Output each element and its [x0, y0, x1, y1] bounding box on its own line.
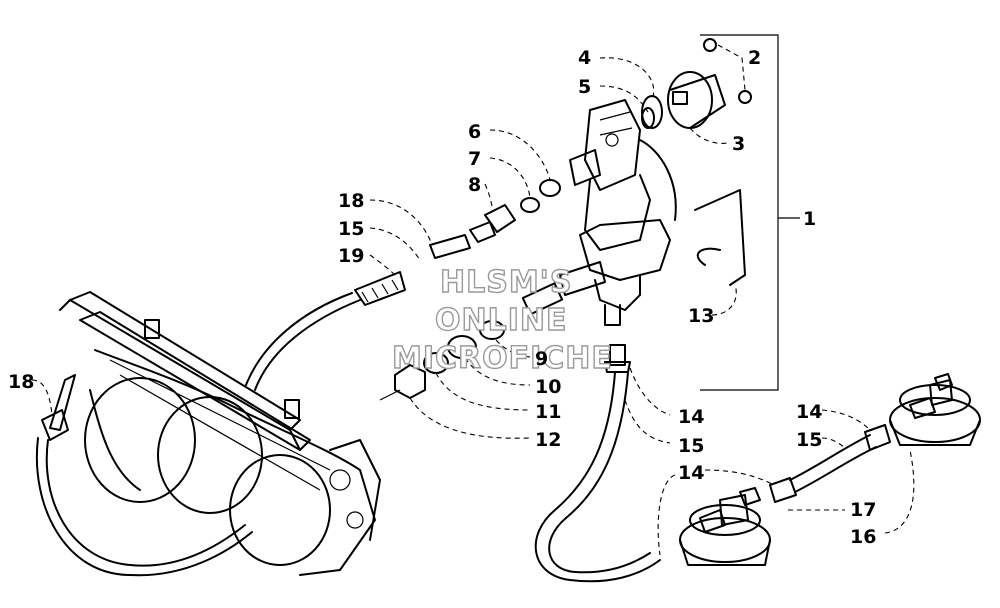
bracket-1: [700, 34, 779, 391]
callout-15-right: 15: [796, 429, 822, 451]
hose-18: [35, 374, 253, 577]
callout-19: 19: [338, 245, 364, 267]
callout-3: 3: [732, 133, 745, 155]
regulator-assembly: [521, 99, 677, 326]
washer-part: [447, 335, 477, 359]
callout-6: 6: [468, 121, 481, 143]
hose-15-upper: [769, 424, 891, 503]
watermark-line-2: ONLINE: [435, 303, 568, 338]
washer-part: [520, 197, 540, 213]
callout-7: 7: [468, 148, 481, 170]
callout-12: 12: [535, 429, 561, 451]
fitting-part: [469, 204, 516, 243]
check-valve-lower: [679, 487, 771, 566]
o-ring-part: [641, 95, 663, 129]
washer-part: [479, 320, 505, 340]
watermark: HLSM'S ONLINE MICROFICHE: [391, 264, 613, 376]
callout-15-mid: 15: [678, 435, 704, 457]
callout-9: 9: [535, 348, 548, 370]
callout-8: 8: [468, 174, 481, 196]
callout-4: 4: [578, 47, 591, 69]
nut-part: [394, 364, 426, 399]
callout-5: 5: [578, 76, 591, 98]
hose-19: [245, 234, 471, 391]
check-valve-upper: [889, 373, 981, 446]
callout-1: 1: [803, 208, 816, 230]
callout-13: 13: [688, 305, 714, 327]
callout-11: 11: [535, 401, 561, 423]
callout-17: 17: [850, 499, 876, 521]
callout-10: 10: [535, 376, 561, 398]
leader-lines: [31, 44, 915, 556]
clip-part: [694, 189, 746, 286]
callout-2: 2: [748, 47, 761, 69]
o-ring-part: [641, 107, 655, 129]
throttle-body-assembly: [59, 291, 381, 576]
callout-14-lower: 14: [678, 462, 704, 484]
callouts: 1 2 3 4 5 6 7 8 18 15 19 13 9 10 11 12 1…: [8, 47, 876, 548]
diaphragm-cover-part: [667, 38, 752, 129]
callout-18-left: 18: [8, 371, 34, 393]
watermark-line-1: HLSM'S: [440, 265, 572, 300]
callout-14-mid: 14: [678, 406, 704, 428]
callout-18-top: 18: [338, 190, 364, 212]
hose-15: [534, 344, 661, 583]
callout-15-top: 15: [338, 218, 364, 240]
washer-part: [539, 179, 561, 197]
watermark-line-3: MICROFICHE: [392, 341, 613, 376]
callout-14-right: 14: [796, 401, 822, 423]
callout-16: 16: [850, 526, 876, 548]
